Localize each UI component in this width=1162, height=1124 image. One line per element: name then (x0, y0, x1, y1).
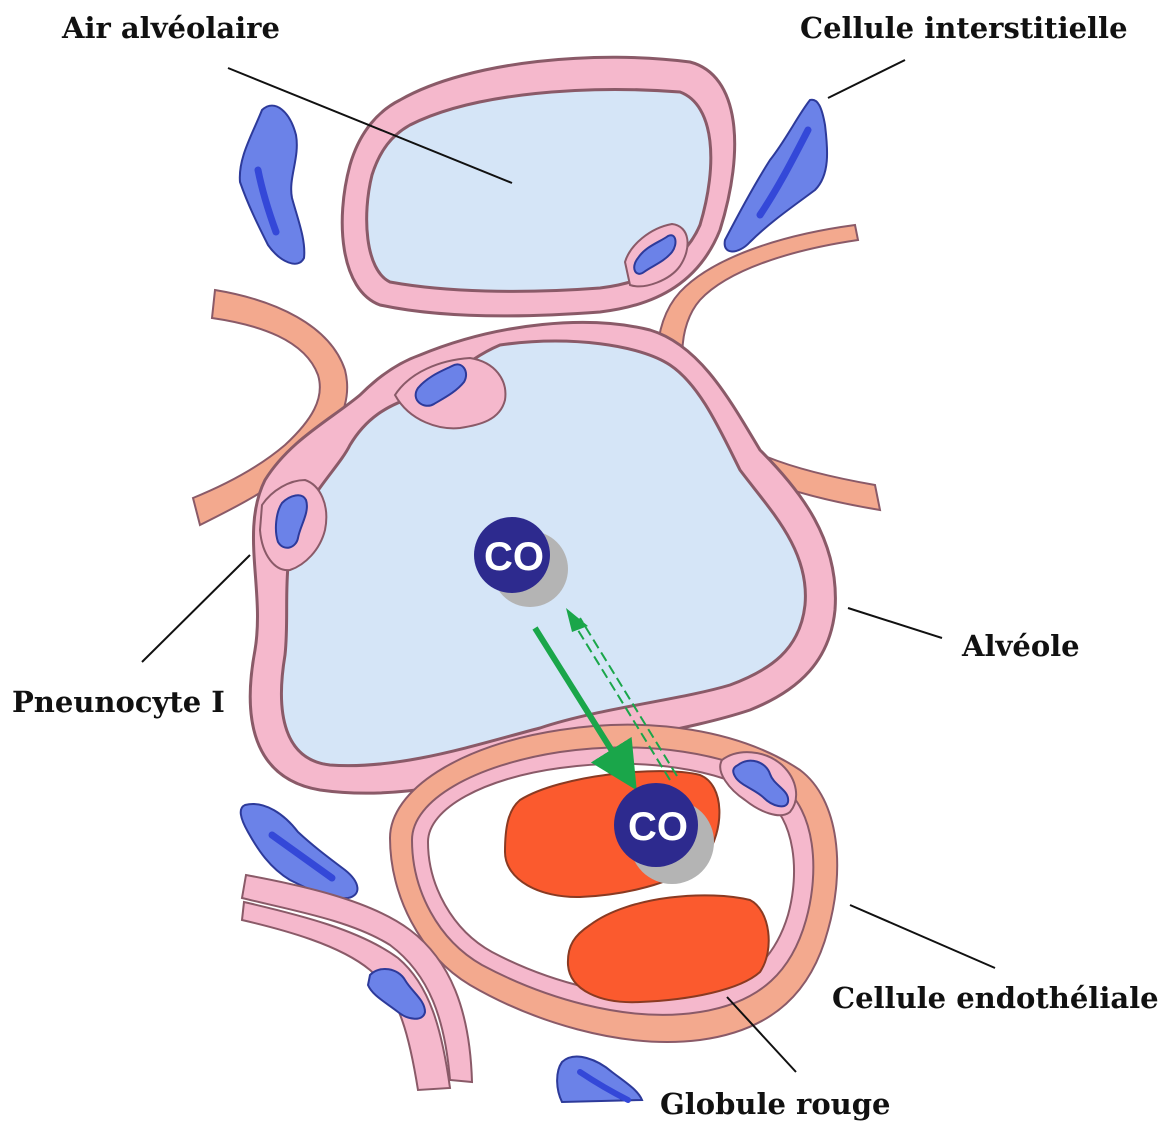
interstitial-cell-top-left (240, 106, 305, 264)
interstitial-cell-top-right (725, 100, 827, 252)
label-pneumocyte: Pneunocyte I (12, 688, 225, 717)
label-cellule-endotheliale: Cellule endothéliale (832, 984, 1159, 1013)
svg-text:CO: CO (484, 535, 544, 579)
alveolus-top (342, 57, 734, 316)
leader-pneumocyte (142, 555, 250, 662)
label-globule-rouge: Globule rouge (660, 1090, 891, 1119)
svg-text:CO: CO (628, 805, 688, 849)
label-air-alveolaire: Air alvéolaire (62, 14, 280, 43)
leader-alveole (848, 608, 942, 638)
leader-cellule-endotheliale (850, 905, 995, 968)
label-alveole: Alvéole (962, 632, 1080, 661)
interstitial-cell-bottom (557, 1057, 642, 1102)
leader-cellule-interstitielle (828, 60, 905, 98)
label-cellule-interstitielle: Cellule interstitielle (800, 14, 1128, 43)
